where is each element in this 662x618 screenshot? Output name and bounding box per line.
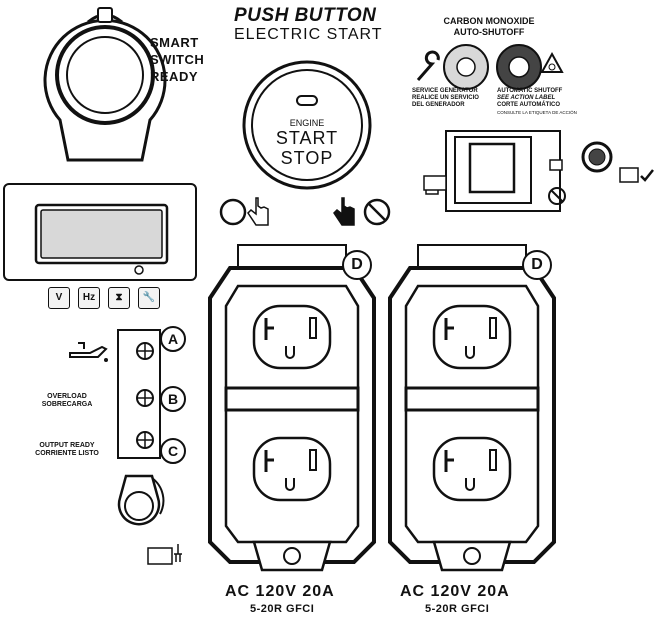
co-title-line1: CARBON MONOXIDE: [443, 16, 535, 26]
ac-outlet-2[interactable]: [388, 244, 556, 572]
automatic-shutoff-label: AUTOMATIC SHUTOFF SEE ACTION LABEL CORTE…: [497, 88, 577, 116]
start-panel-subtitle: ELECTRIC START: [234, 26, 383, 43]
stop-hand-icon: [333, 197, 391, 226]
overload-en: OVERLOAD: [47, 393, 87, 400]
engine-label: ENGINE: [289, 118, 325, 128]
indicator-letter-a: A: [160, 326, 186, 352]
stop-label: STOP: [280, 148, 334, 168]
wrench-key[interactable]: 🔧: [138, 287, 160, 309]
outlet-1-type: 5-20R GFCI: [250, 603, 315, 615]
smart-switch-label: SMART SWITCH READY: [150, 34, 204, 85]
battery-button[interactable]: [581, 141, 613, 173]
service-es-line1: REALICE UN SERVICIO: [412, 95, 479, 101]
output-ready-label: OUTPUT READY CORRIENTE LISTO: [22, 442, 112, 458]
voltage-key[interactable]: V: [48, 287, 70, 309]
service-en: SERVICE GENERATOR: [412, 88, 478, 94]
output-en: OUTPUT READY: [39, 442, 95, 449]
ac-outlet-1[interactable]: [208, 244, 376, 572]
smart-switch-line: SWITCH: [150, 52, 205, 67]
hourglass-key[interactable]: ⧗: [108, 287, 130, 309]
co-title-line2: AUTO-SHUTOFF: [453, 27, 525, 37]
outlet-2-rating: AC 120V 20A: [400, 583, 510, 600]
co-shutoff-indicator: [496, 44, 542, 90]
overload-label: OVERLOAD SOBRECARGA: [22, 393, 112, 409]
smart-switch-line: READY: [150, 69, 199, 84]
auto-es: CORTE AUTOMÁTICO: [497, 102, 560, 108]
outlet-2-tag: D: [522, 250, 552, 280]
battery-check-icon: [619, 167, 654, 183]
warning-icon: [540, 51, 564, 73]
outlet-2-type: 5-20R GFCI: [425, 603, 490, 615]
start-hand-icon: [219, 197, 269, 226]
auto-en: AUTOMATIC SHUTOFF: [497, 88, 563, 94]
indicator-strip: [117, 329, 161, 459]
output-es: CORRIENTE LISTO: [35, 450, 99, 457]
outlet-1-tag: D: [342, 250, 372, 280]
oil-can-icon: [69, 342, 108, 362]
engine-start-button[interactable]: [242, 60, 372, 190]
co-service-indicator: [443, 44, 489, 90]
outlet-1-rating: AC 120V 20A: [225, 583, 335, 600]
service-es-line2: DEL GENERADOR: [412, 102, 465, 108]
start-label: START: [275, 128, 339, 148]
dc-battery-plug-icon: [147, 544, 182, 565]
battery-charge-icon: [423, 175, 447, 191]
dc-outlet-12v[interactable]: [117, 474, 165, 526]
service-generator-label: SERVICE GENERATOR REALICE UN SERVICIO DE…: [412, 88, 479, 109]
wrench-icon: [416, 50, 440, 81]
start-panel-title: PUSH BUTTON: [234, 5, 377, 26]
smart-switch-line: SMART: [150, 35, 199, 50]
auto-es-note: CONSULTE LA ETIQUETA DE ACCIÓN: [497, 110, 577, 115]
battery-toggle-switch[interactable]: [468, 142, 516, 194]
overload-es: SOBRECARGA: [41, 401, 93, 408]
digital-meter-display: [3, 183, 197, 281]
frequency-key[interactable]: Hz: [78, 287, 100, 309]
indicator-letter-c: C: [160, 438, 186, 464]
indicator-letter-b: B: [160, 386, 186, 412]
auto-note: SEE ACTION LABEL: [497, 95, 556, 101]
smart-switch-knob[interactable]: [43, 7, 167, 162]
